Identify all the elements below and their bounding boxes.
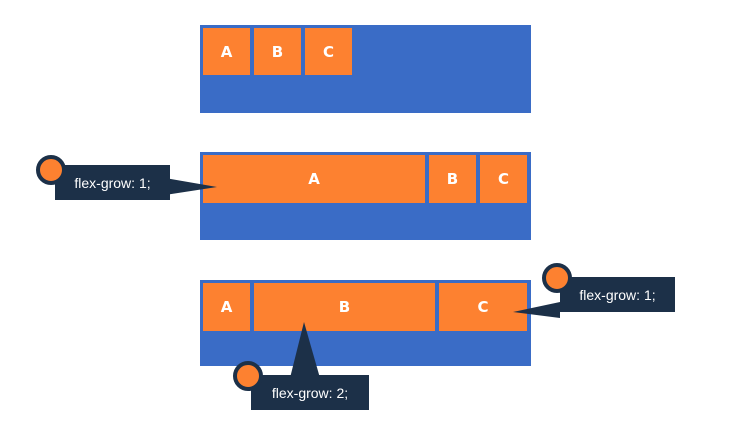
flex-item-b: B [429, 155, 476, 203]
flex-grow-callout-c: flex-grow: 1; [560, 277, 675, 312]
callout-marker-dot [36, 155, 66, 185]
flex-container-2: A B C [200, 152, 531, 240]
flex-item-a: A [203, 283, 250, 331]
callout-marker-dot [233, 361, 263, 391]
flex-grow-callout-a: flex-grow: 1; [55, 165, 170, 200]
flex-container-1: A B C [200, 25, 531, 113]
flex-container-3: A B C [200, 280, 531, 366]
flex-item-c: C [439, 283, 527, 331]
callout-marker-dot [542, 263, 572, 293]
flex-item-a: A [203, 28, 250, 75]
flex-item-b: B [254, 283, 435, 331]
flex-grow-callout-b: flex-grow: 2; [251, 375, 369, 410]
flex-item-b: B [254, 28, 301, 75]
flex-item-c: C [480, 155, 527, 203]
flex-item-a: A [203, 155, 425, 203]
flex-item-c: C [305, 28, 352, 75]
